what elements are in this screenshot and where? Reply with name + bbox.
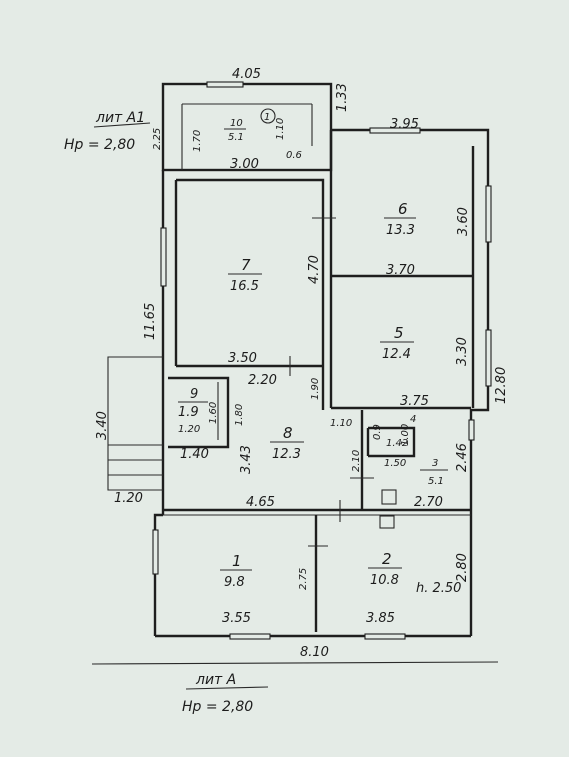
lit-a-label: лит А (195, 672, 236, 688)
room-5-area: 12.4 (382, 347, 411, 362)
dim-395: 3.95 (390, 117, 419, 132)
dim-09: 0.9 (372, 424, 383, 440)
dim-06: 0.6 (286, 150, 302, 161)
room-9-num: 9 (190, 387, 198, 402)
room-3-num: 3 (432, 458, 438, 469)
plan-baseline (91, 661, 499, 665)
dim-470: 4.70 (307, 255, 322, 284)
height-a-label: Нр = 2,80 (182, 699, 253, 715)
dim-340: 3.40 (95, 411, 110, 440)
room-9-outline (168, 376, 230, 449)
dim-330: 3.30 (455, 337, 470, 366)
room-6: 6 13.3 (384, 200, 416, 238)
room-7-top-right (176, 178, 325, 410)
window-bottom-1 (229, 633, 271, 640)
room-2-num: 2 (382, 550, 392, 568)
dim-270: 2.70 (414, 495, 443, 510)
porch-outline (107, 356, 163, 491)
dim-465: 4.65 (246, 495, 275, 510)
room-4-area: 1.42 (386, 438, 408, 449)
window-right-5 (485, 329, 492, 387)
dim-140: 1.40 (180, 447, 209, 462)
room-5: 5 12.4 (380, 324, 414, 362)
room-10-area: 5.1 (228, 132, 244, 143)
room-3: 3 5.1 (420, 458, 448, 487)
window-left-7 (160, 227, 167, 287)
window-right-6 (485, 185, 492, 243)
dim-180: 1.80 (234, 404, 245, 426)
dim-1165: 11.65 (143, 303, 158, 340)
dim-110a: 1.10 (275, 118, 286, 140)
room-10-num: 10 (230, 118, 243, 129)
window-top-6 (369, 127, 421, 134)
dim-350: 3.50 (228, 351, 257, 366)
dim-110b: 1.10 (330, 418, 352, 429)
lit-a-underline (185, 686, 269, 690)
dim-170: 1.70 (192, 130, 203, 152)
dim-375: 3.75 (400, 394, 429, 409)
dim-810: 8.10 (300, 645, 329, 660)
room-1-num: 1 (232, 552, 242, 570)
room-7-num: 7 (241, 256, 251, 274)
window-left-1 (152, 529, 159, 575)
dim-top-405: 4.05 (232, 67, 261, 82)
dim-246: 2.46 (455, 443, 470, 472)
room-4: 4 1.42 (386, 414, 416, 449)
room-3-area: 5.1 (428, 476, 444, 487)
lit-a1-underline (93, 122, 151, 128)
room-8: 8 12.3 (270, 424, 304, 462)
room-4-outline (368, 426, 416, 458)
wall-left-lower (153, 513, 163, 636)
dim-225: 2.25 (152, 128, 163, 150)
height-a1-label: Нр = 2,80 (64, 137, 135, 153)
dim-133: 1.33 (335, 83, 350, 112)
room-5-num: 5 (394, 324, 404, 342)
dim-150: 1.50 (384, 458, 406, 469)
circle-mark-text: 1 (264, 112, 270, 123)
room-2: 2 10.8 (368, 550, 402, 588)
dim-210: 2.10 (351, 450, 362, 472)
stove-mark (381, 489, 397, 505)
room-1: 1 9.8 (220, 552, 252, 590)
dim-120a: 1.20 (178, 424, 200, 435)
dim-220: 2.20 (248, 373, 277, 388)
room-9-area: 1.9 (178, 405, 199, 420)
dim-360: 3.60 (456, 207, 471, 236)
room-2-area: 10.8 (370, 573, 399, 588)
circle-mark (260, 108, 276, 124)
dim-250: h. 2.50 (416, 581, 461, 596)
dim-355: 3.55 (222, 611, 251, 626)
dim-370: 3.70 (386, 263, 415, 278)
dim-300: 3.00 (230, 157, 259, 172)
room-10: 10 5.1 (224, 118, 246, 143)
dim-100: 1.00 (400, 424, 411, 446)
dim-190: 1.90 (310, 378, 321, 400)
room-6-area: 13.3 (386, 223, 415, 238)
dim-1280: 12.80 (494, 367, 509, 404)
window-top-annex (206, 81, 244, 88)
room-7: 7 16.5 (228, 256, 262, 294)
stove-mark-2 (379, 515, 395, 529)
room-1-area: 9.8 (224, 575, 245, 590)
room-8-area: 12.3 (272, 447, 301, 462)
annex-a1-outline (161, 82, 333, 172)
room-9: 9 1.9 (178, 387, 208, 420)
dim-343: 3.43 (239, 445, 254, 474)
window-right-3 (468, 419, 475, 441)
window-bottom-2 (364, 633, 406, 640)
dim-275: 2.75 (298, 568, 309, 590)
room-6-num: 6 (398, 200, 408, 218)
lit-a1-label: лит А1 (95, 110, 145, 126)
dim-385: 3.85 (366, 611, 395, 626)
room-7-area: 16.5 (230, 279, 259, 294)
dim-160: 1.60 (208, 402, 219, 424)
room-4-num: 4 (410, 414, 416, 425)
dim-120b: 1.20 (114, 491, 143, 506)
dim-280: 2.80 (455, 553, 470, 582)
room-8-num: 8 (283, 424, 293, 442)
wall-right-lower (469, 408, 490, 636)
